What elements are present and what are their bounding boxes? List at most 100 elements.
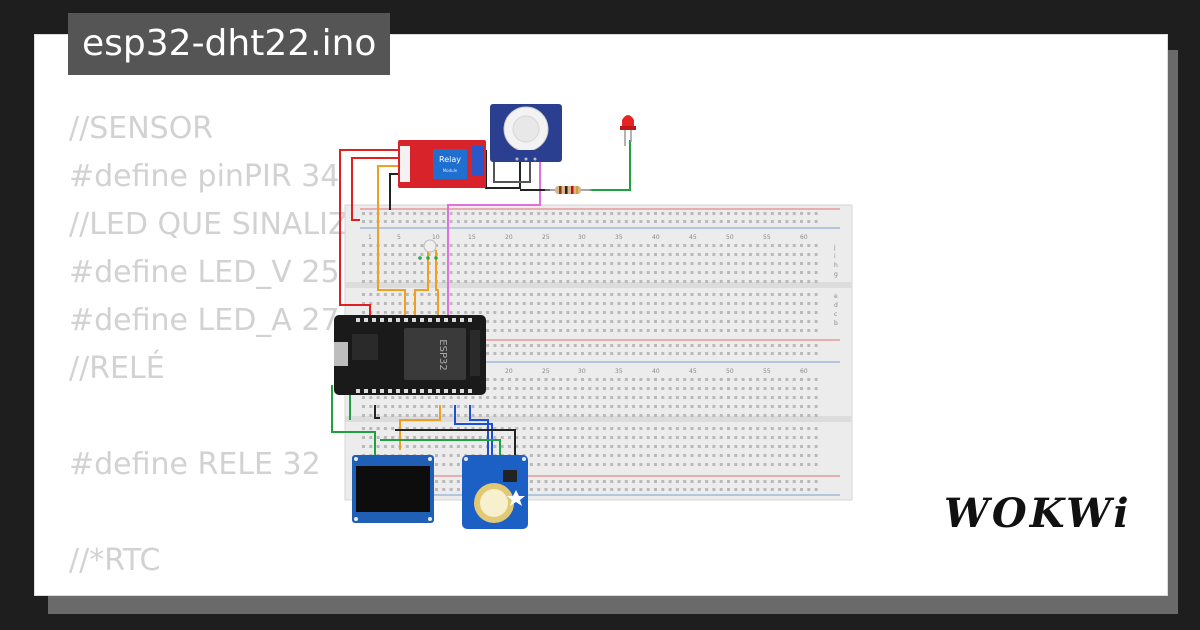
breadboard-hole bbox=[690, 293, 694, 296]
oled-display[interactable] bbox=[352, 455, 434, 523]
breadboard-hole bbox=[559, 427, 563, 430]
breadboard-hole bbox=[617, 329, 621, 332]
breadboard-hole bbox=[442, 488, 446, 491]
breadboard-hole bbox=[595, 378, 599, 381]
breadboard-hole bbox=[741, 480, 745, 483]
esp32-pin bbox=[372, 389, 376, 393]
breadboard-hole bbox=[610, 344, 614, 347]
breadboard-hole bbox=[478, 280, 482, 283]
breadboard-hole bbox=[493, 320, 497, 323]
breadboard-hole bbox=[427, 414, 431, 417]
pir-sensor[interactable] bbox=[490, 104, 562, 162]
breadboard-hole bbox=[537, 244, 541, 247]
breadboard-hole bbox=[683, 405, 687, 408]
breadboard-hole bbox=[391, 311, 395, 314]
breadboard-hole bbox=[770, 427, 774, 430]
breadboard-hole bbox=[778, 427, 782, 430]
breadboard-hole bbox=[581, 329, 584, 332]
breadboard-hole bbox=[383, 244, 387, 247]
breadboard-hole bbox=[610, 329, 614, 332]
breadboard-hole bbox=[537, 436, 541, 439]
breadboard-hole bbox=[719, 271, 723, 274]
breadboard-hole bbox=[697, 488, 701, 491]
breadboard-hole bbox=[515, 414, 519, 417]
wires[interactable] bbox=[331, 140, 631, 455]
breadboard-hole bbox=[551, 293, 555, 296]
breadboard-hole bbox=[697, 244, 701, 247]
breadboard-hole bbox=[661, 293, 665, 296]
breadboard-hole bbox=[449, 271, 453, 274]
breadboard-hole bbox=[573, 436, 577, 439]
breadboard-hole bbox=[624, 488, 628, 491]
breadboard-hole bbox=[748, 293, 752, 296]
resistor[interactable] bbox=[545, 186, 592, 194]
breadboard-hole bbox=[727, 244, 730, 247]
breadboard-hole bbox=[668, 445, 672, 448]
red-led[interactable] bbox=[620, 115, 636, 146]
breadboard-hole bbox=[748, 387, 752, 390]
esp32-pin bbox=[396, 389, 400, 393]
breadboard-hole bbox=[435, 414, 438, 417]
breadboard-hole bbox=[544, 253, 548, 256]
breadboard-hole bbox=[756, 329, 760, 332]
breadboard-hole bbox=[712, 480, 716, 483]
breadboard-hole bbox=[727, 454, 730, 457]
breadboard-hole bbox=[500, 253, 504, 256]
breadboard-hole bbox=[435, 436, 438, 439]
breadboard-hole bbox=[435, 445, 438, 448]
breadboard-hole bbox=[727, 378, 730, 381]
breadboard-hole bbox=[435, 220, 438, 223]
column-number: 20 bbox=[505, 234, 513, 241]
rtc-module[interactable] bbox=[462, 455, 528, 529]
breadboard-hole bbox=[420, 280, 424, 283]
breadboard-hole bbox=[522, 405, 526, 408]
breadboard-hole bbox=[800, 280, 803, 283]
breadboard-hole bbox=[413, 436, 417, 439]
breadboard-hole bbox=[471, 293, 475, 296]
relay-module[interactable]: Relay Module bbox=[398, 140, 486, 188]
breadboard-hole bbox=[559, 352, 563, 355]
breadboard-hole bbox=[573, 463, 577, 466]
breadboard-hole bbox=[624, 311, 628, 314]
breadboard-hole bbox=[617, 454, 621, 457]
breadboard-hole bbox=[427, 427, 431, 430]
breadboard-hole bbox=[544, 488, 548, 491]
breadboard-hole bbox=[456, 220, 460, 223]
breadboard-hole bbox=[581, 454, 584, 457]
row-letter: i bbox=[834, 253, 836, 260]
breadboard-hole bbox=[515, 302, 519, 305]
breadboard-hole bbox=[719, 311, 723, 314]
breadboard-hole bbox=[573, 271, 577, 274]
breadboard-hole bbox=[800, 320, 803, 323]
breadboard-hole bbox=[668, 352, 672, 355]
esp32-pin bbox=[460, 389, 464, 393]
breadboard-hole bbox=[675, 220, 679, 223]
breadboard-hole bbox=[559, 253, 563, 256]
breadboard-hole bbox=[668, 480, 672, 483]
breadboard-hole bbox=[727, 271, 730, 274]
breadboard-hole bbox=[486, 405, 490, 408]
breadboard-hole bbox=[551, 220, 555, 223]
project-title[interactable]: esp32-dht22.ino bbox=[68, 13, 391, 75]
breadboard-hole bbox=[595, 436, 599, 439]
code-line: //LED QUE SINALIZ bbox=[69, 207, 349, 242]
breadboard-hole bbox=[595, 293, 599, 296]
breadboard-hole bbox=[369, 436, 373, 439]
breadboard-hole bbox=[500, 387, 504, 390]
breadboard-hole bbox=[792, 445, 796, 448]
breadboard-hole bbox=[405, 436, 409, 439]
esp32-pin bbox=[364, 389, 368, 393]
breadboard-hole bbox=[529, 488, 533, 491]
breadboard-hole bbox=[639, 280, 643, 283]
breadboard-hole bbox=[617, 405, 621, 408]
breadboard-hole bbox=[727, 320, 730, 323]
esp32-board[interactable]: ESP32 bbox=[334, 315, 486, 395]
breadboard-hole bbox=[537, 293, 541, 296]
breadboard-hole bbox=[581, 262, 584, 265]
breadboard-hole bbox=[712, 488, 716, 491]
breadboard-hole bbox=[369, 280, 373, 283]
breadboard-hole bbox=[617, 293, 621, 296]
white-led[interactable] bbox=[418, 239, 438, 260]
breadboard-hole bbox=[712, 220, 716, 223]
